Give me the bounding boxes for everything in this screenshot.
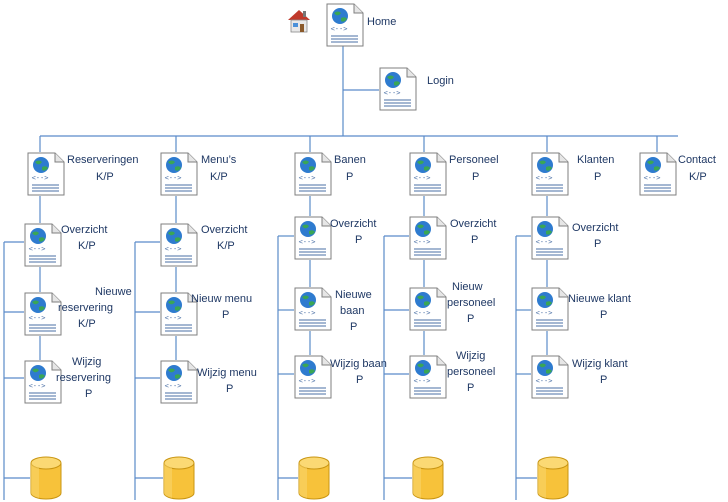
section-name: Reserveringen [67, 154, 139, 166]
page-role: P [350, 321, 358, 333]
web-page-icon[interactable] [160, 223, 198, 267]
page-role: P [600, 374, 608, 386]
page-role: P [600, 309, 608, 321]
web-page-icon[interactable] [531, 152, 569, 196]
page-label: Overzicht [330, 218, 377, 230]
page-role: P [355, 234, 363, 246]
login-label: Login [427, 75, 454, 87]
page-role: P [594, 238, 602, 250]
section-role: K/P [96, 171, 114, 183]
section-name: Klanten [577, 154, 615, 166]
web-page-icon[interactable] [409, 152, 447, 196]
page-role: K/P [217, 240, 235, 252]
web-page-icon[interactable] [160, 360, 198, 404]
section-role: K/P [210, 171, 228, 183]
page-label: Wijzig [72, 356, 102, 368]
page-label: Overzicht [61, 224, 108, 236]
page-role: P [222, 309, 230, 321]
web-page-icon[interactable] [379, 67, 417, 111]
web-page-icon[interactable] [24, 223, 62, 267]
page-label: Nieuwe [95, 286, 132, 298]
section-name: Menu’s [201, 154, 237, 166]
section-role: P [594, 171, 602, 183]
page-label: Nieuw [452, 281, 483, 293]
house-icon[interactable] [288, 10, 310, 33]
section-role: P [346, 171, 354, 183]
database-icon [30, 456, 62, 500]
web-page-icon[interactable] [409, 216, 447, 260]
page-role: K/P [78, 240, 96, 252]
page-label: personeel [447, 366, 496, 378]
page-role: P [85, 388, 93, 400]
web-page-icon[interactable] [531, 216, 569, 260]
web-page-icon[interactable] [24, 292, 62, 336]
page-label: personeel [447, 297, 496, 309]
page-label: Wijzig [456, 350, 486, 362]
database-icon [298, 456, 330, 500]
page-label: Wijzig menu [197, 367, 257, 379]
page-label: Wijzig klant [572, 358, 628, 370]
page-label: Nieuwe klant [568, 293, 631, 305]
section-name: Contact [678, 154, 716, 166]
page-label: Overzicht [201, 224, 248, 236]
section-role: P [472, 171, 480, 183]
page-role: P [226, 383, 234, 395]
page-label: Overzicht [572, 222, 619, 234]
page-label: Overzicht [450, 218, 497, 230]
page-label: reservering [58, 302, 114, 314]
web-page-icon[interactable] [27, 152, 65, 196]
web-page-icon[interactable] [409, 355, 447, 399]
web-page-icon[interactable] [531, 287, 569, 331]
web-page-icon[interactable] [160, 152, 198, 196]
web-page-icon[interactable] [294, 287, 332, 331]
page-label: Nieuwe [335, 289, 372, 301]
section-name: Banen [334, 154, 366, 166]
page-label: baan [340, 305, 365, 317]
database-icon [412, 456, 444, 500]
home-label: Home [367, 16, 397, 28]
connector-lines [3, 42, 678, 500]
page-role: P [467, 382, 475, 394]
page-label: Wijzig baan [330, 358, 387, 370]
page-label: reservering [56, 372, 112, 384]
web-page-icon[interactable] [639, 152, 677, 196]
page-role: P [356, 374, 364, 386]
web-page-icon[interactable] [294, 216, 332, 260]
web-page-icon[interactable] [531, 355, 569, 399]
web-page-icon[interactable] [326, 3, 364, 47]
page-role: K/P [78, 318, 96, 330]
section-name: Personeel [449, 154, 499, 166]
web-page-icon[interactable] [294, 355, 332, 399]
web-page-icon[interactable] [409, 287, 447, 331]
page-label: Nieuw menu [191, 293, 253, 305]
web-page-icon[interactable] [294, 152, 332, 196]
database-icon [537, 456, 569, 500]
page-role: P [467, 313, 475, 325]
section-role: K/P [689, 171, 707, 183]
database-icon [163, 456, 195, 500]
page-role: P [471, 234, 479, 246]
